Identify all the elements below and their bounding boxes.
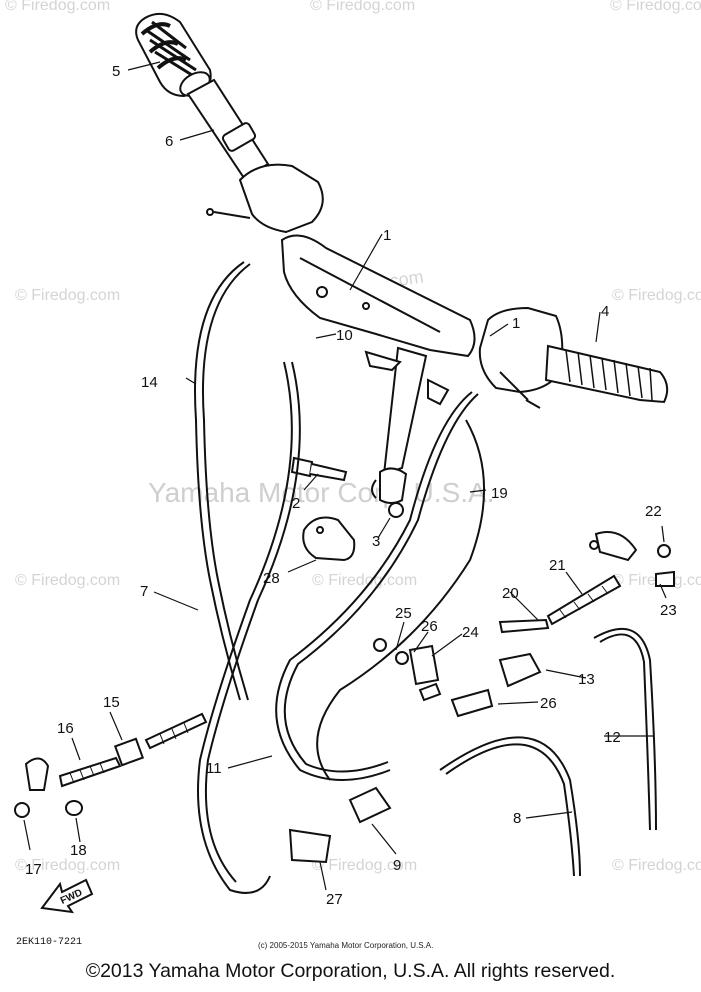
callouts: 1 1 2 3 4 5 6 7 8 9 10 11 12 13 14 15 16… bbox=[25, 63, 677, 908]
callout-24: 24 bbox=[462, 624, 479, 641]
handlebar-holder bbox=[280, 234, 476, 358]
footer-copyright: ©2013 Yamaha Motor Corporation, U.S.A. A… bbox=[85, 960, 616, 982]
callout-21: 21 bbox=[549, 557, 566, 574]
callout-3: 3 bbox=[372, 533, 380, 550]
callout-26: 26 bbox=[421, 618, 438, 635]
fwd-arrow: FWD bbox=[40, 878, 94, 914]
callout-10: 10 bbox=[336, 327, 353, 344]
callout-7: 7 bbox=[140, 583, 148, 600]
callout-11: 11 bbox=[206, 760, 222, 777]
callout-20: 20 bbox=[502, 585, 519, 602]
callout-27b: 27 bbox=[326, 891, 343, 908]
watermark: © Firedog.com bbox=[612, 287, 701, 304]
leader-lines bbox=[23, 61, 667, 891]
callout-18: 18 bbox=[70, 842, 87, 859]
handlebar-left bbox=[186, 78, 324, 234]
callout-23: 23 bbox=[660, 602, 677, 619]
watermark: © Firedog.com bbox=[15, 287, 120, 304]
right-grip bbox=[478, 306, 669, 409]
watermark: © Firedog.com bbox=[610, 0, 701, 14]
watermark: © Firedog.com bbox=[312, 857, 417, 874]
watermark: © Firedog.com bbox=[5, 0, 110, 14]
callout-6: 6 bbox=[165, 133, 173, 150]
watermark: © Firedog.com bbox=[612, 857, 701, 874]
steering-stem bbox=[364, 346, 450, 504]
callout-16: 16 bbox=[57, 720, 74, 737]
callout-25: 25 bbox=[395, 605, 412, 622]
cables bbox=[194, 261, 657, 894]
copyright-small: (c) 2005-2015 Yamaha Motor Corporation, … bbox=[258, 941, 433, 950]
adjusters bbox=[14, 531, 675, 864]
callout-27a: 26 bbox=[540, 695, 557, 712]
callout-14: 14 bbox=[141, 374, 158, 391]
part-28-block bbox=[302, 516, 356, 562]
callout-13: 13 bbox=[578, 671, 595, 688]
callout-1b: 1 bbox=[512, 315, 520, 332]
watermark: © Firedog.com bbox=[15, 572, 120, 589]
callout-15: 15 bbox=[103, 694, 120, 711]
callout-2: 2 bbox=[292, 495, 300, 512]
watermark: © Firedog.com bbox=[312, 572, 417, 589]
callout-12: 12 bbox=[604, 729, 621, 746]
callout-8: 8 bbox=[513, 810, 521, 827]
diagram-code: 2EK110-7221 bbox=[16, 937, 82, 948]
callout-17: 17 bbox=[25, 861, 42, 878]
callout-22: 22 bbox=[645, 503, 662, 520]
bolt-2 bbox=[290, 456, 404, 518]
callout-5: 5 bbox=[112, 63, 120, 80]
left-grip bbox=[135, 12, 212, 98]
watermark: © Firedog.com bbox=[15, 857, 120, 874]
watermark: © Firedog.com bbox=[310, 0, 415, 14]
callout-9: 9 bbox=[393, 857, 401, 874]
callout-19: 19 bbox=[491, 485, 508, 502]
callout-4: 4 bbox=[601, 303, 609, 320]
callout-28: 28 bbox=[263, 570, 280, 587]
watermarks: © Firedog.com © Firedog.com © Firedog.co… bbox=[5, 0, 701, 874]
callout-1: 1 bbox=[383, 227, 391, 244]
